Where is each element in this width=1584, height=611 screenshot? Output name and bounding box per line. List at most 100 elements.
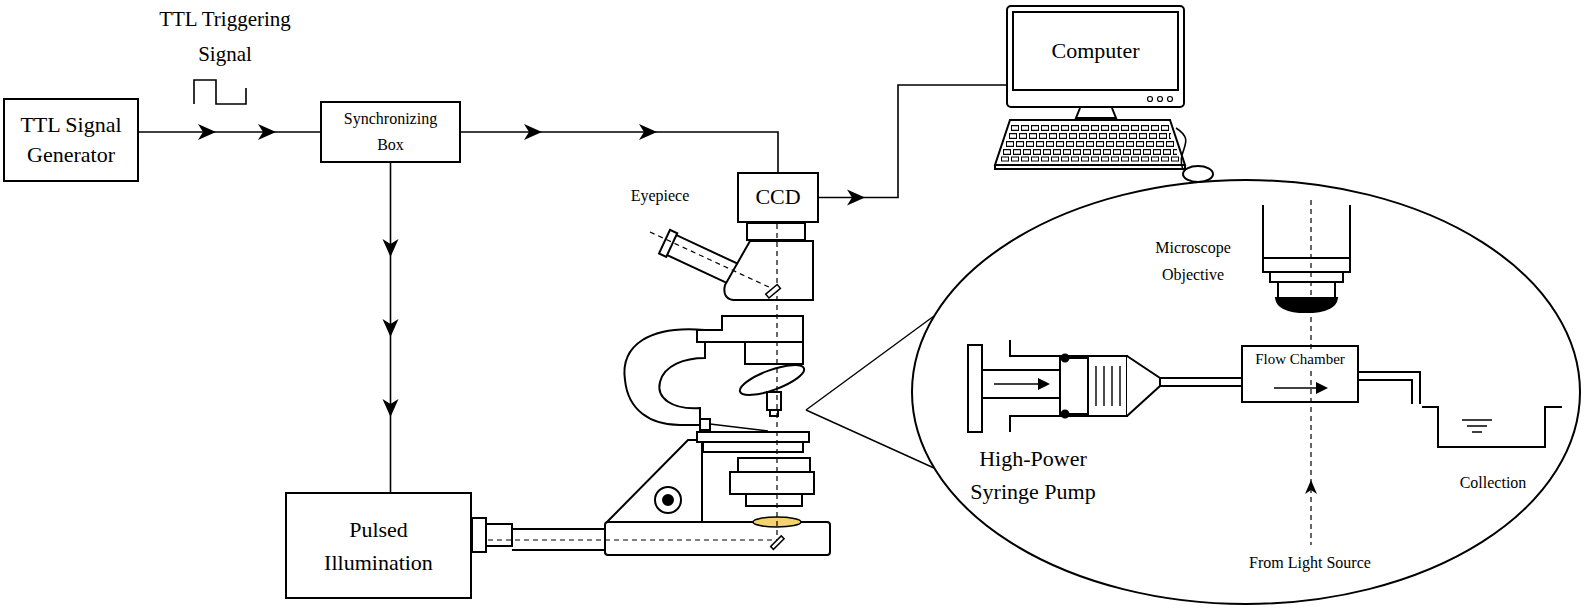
light-nozzle xyxy=(472,518,486,552)
key-row xyxy=(1012,126,1169,130)
fluid-lines xyxy=(1096,366,1120,406)
generator-box: TTL Signal Generator xyxy=(3,98,139,182)
keyboard-keys xyxy=(1001,128,1179,159)
plunger-head xyxy=(1060,358,1088,414)
arrow-head xyxy=(639,124,657,140)
pulse-symbol xyxy=(194,80,246,104)
key-row xyxy=(1003,149,1177,155)
microscope-head xyxy=(724,241,813,300)
mouse xyxy=(1183,166,1213,182)
signal-connector xyxy=(461,132,778,172)
box-text: TTL Signal Generator xyxy=(11,110,131,169)
sync-box: Synchronizing Box xyxy=(320,101,461,163)
objective-barrel xyxy=(1349,205,1351,258)
inlet-tube xyxy=(1160,378,1241,386)
microscope-base xyxy=(605,522,830,555)
o-ring xyxy=(1062,411,1069,418)
part-label: Collection xyxy=(1460,473,1527,492)
key-row xyxy=(1006,141,1174,147)
monitor-screen xyxy=(1013,12,1178,90)
objective xyxy=(767,392,781,410)
syringe-barrel xyxy=(1010,340,1127,432)
focus-knob-center xyxy=(663,495,673,505)
camera-port xyxy=(747,223,805,240)
arrow-head xyxy=(524,124,542,140)
condenser-base xyxy=(746,494,802,506)
objective-cap xyxy=(1278,282,1335,298)
box-text: Flow Chamber xyxy=(1252,350,1348,368)
part-label: High-Power Syringe Pump xyxy=(953,442,1113,508)
light-guide xyxy=(512,528,605,530)
arrow-head xyxy=(383,399,399,417)
arrow-head xyxy=(258,124,276,140)
base-mirror xyxy=(771,536,784,549)
collection-vessel xyxy=(1422,407,1562,447)
monitor-button xyxy=(1158,97,1163,102)
computer-monitor: Computer xyxy=(1006,5,1185,108)
signal-connector xyxy=(139,131,320,133)
push-arrow xyxy=(994,383,1040,384)
mouse-cord xyxy=(1176,128,1186,170)
key-row xyxy=(1002,158,1179,161)
light-coupler xyxy=(486,524,512,546)
nosepiece-mount xyxy=(745,342,803,364)
light-path xyxy=(488,539,775,540)
liquid-level xyxy=(1462,420,1492,432)
stage xyxy=(697,432,809,442)
beam-splitter xyxy=(766,285,781,298)
stage-clip-arm xyxy=(710,424,768,431)
objective-ring xyxy=(1270,272,1343,282)
condenser-body xyxy=(730,472,814,494)
o-ring xyxy=(1062,355,1069,362)
key-row xyxy=(1011,125,1169,131)
signal-label: TTL Triggering Signal xyxy=(140,2,310,72)
light-axis xyxy=(1310,200,1311,545)
key-row xyxy=(1001,157,1179,162)
stage-clip xyxy=(700,419,710,430)
arrow-head xyxy=(198,124,216,140)
box-text: Computer xyxy=(1052,38,1140,64)
outlet-tube xyxy=(1359,372,1420,404)
syringe-tip xyxy=(1127,356,1160,416)
optical-axis xyxy=(776,224,777,540)
callout-ellipse xyxy=(912,180,1580,604)
monitor-button xyxy=(1148,97,1153,102)
box-text: Pulsed Illumination xyxy=(309,513,449,579)
illumination-box: Pulsed Illumination xyxy=(285,492,472,599)
key-row xyxy=(1004,150,1177,154)
microscope-pillar xyxy=(607,440,702,522)
arrow-head xyxy=(847,190,865,206)
flow-chamber: Flow Chamber xyxy=(1241,345,1359,403)
box-text: CCD xyxy=(755,184,800,210)
objective-ring xyxy=(1263,258,1350,272)
objective-lens xyxy=(1276,298,1337,312)
microscope-body xyxy=(697,316,803,342)
monitor-stand xyxy=(1076,108,1116,118)
plunger-plate xyxy=(968,345,982,432)
objective-barrel xyxy=(1262,205,1264,258)
camera-box: CCD xyxy=(737,172,819,223)
keyboard-edge xyxy=(995,165,1185,169)
part-label: Microscope Objective xyxy=(1133,234,1253,288)
keyboard xyxy=(995,120,1185,165)
key-row xyxy=(1007,142,1174,146)
part-label: From Light Source xyxy=(1249,553,1371,572)
plunger-rod xyxy=(982,370,1060,398)
push-arrowhead xyxy=(1038,378,1050,390)
arrow-head xyxy=(383,239,399,257)
light-arrowhead xyxy=(1305,480,1317,494)
flow-arrowhead xyxy=(1316,382,1328,394)
arrow-head xyxy=(383,319,399,337)
key-row xyxy=(1009,133,1171,139)
monitor-button xyxy=(1168,97,1173,102)
flow-arrow xyxy=(1274,387,1318,388)
eyepiece-path xyxy=(650,232,771,288)
key-row xyxy=(1010,134,1171,138)
part-label: Eyepiece xyxy=(631,186,690,205)
condenser xyxy=(738,458,810,472)
focus-knob xyxy=(655,487,681,513)
stage-lower xyxy=(703,442,803,452)
light-guide xyxy=(512,549,605,551)
